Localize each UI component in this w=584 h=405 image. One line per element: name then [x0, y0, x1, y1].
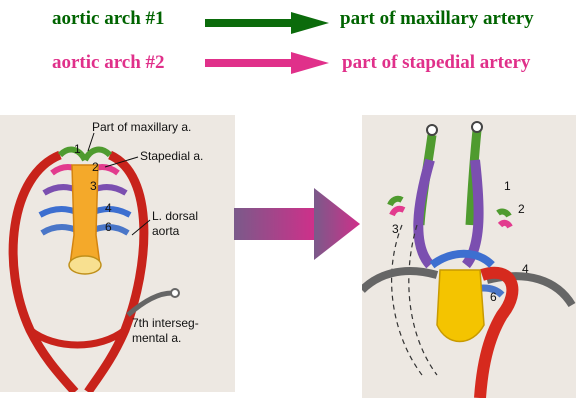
row1-right-label: part of maxillary artery [340, 8, 534, 29]
left-embryo-diagram: Part of maxillary a. Stapedial a. L. dor… [0, 115, 235, 392]
label-stapedial: Stapedial a. [140, 149, 203, 163]
arch-number-1: 1 [74, 142, 81, 156]
row2-right-label: part of stapedial artery [342, 52, 531, 73]
right-arch-number-6: 6 [490, 290, 497, 304]
arch-number-6: 6 [105, 220, 112, 234]
row2-arrow [205, 52, 329, 74]
right-arch-number-3: 3 [392, 222, 399, 236]
row2-left-label: aortic arch #2 [52, 52, 165, 73]
row1-arrow [205, 12, 329, 34]
label-intersegmental-1: 7th interseg- [132, 316, 199, 330]
right-arch-number-2: 2 [518, 202, 525, 216]
right-arch-number-4: 4 [522, 262, 529, 276]
label-dorsal-aorta-1: L. dorsal [152, 209, 198, 223]
label-intersegmental-2: mental a. [132, 331, 181, 345]
right-adult-diagram: 1 2 3 4 6 [362, 115, 576, 398]
label-maxillary: Part of maxillary a. [92, 120, 191, 134]
label-dorsal-aorta-2: aorta [152, 224, 180, 238]
arch-number-3: 3 [90, 179, 97, 193]
row1-left-label: aortic arch #1 [52, 8, 165, 29]
right-arch-number-1: 1 [504, 179, 511, 193]
arch-number-4: 4 [105, 201, 112, 215]
transition-arrow [234, 188, 360, 260]
arch-number-2: 2 [92, 160, 99, 174]
